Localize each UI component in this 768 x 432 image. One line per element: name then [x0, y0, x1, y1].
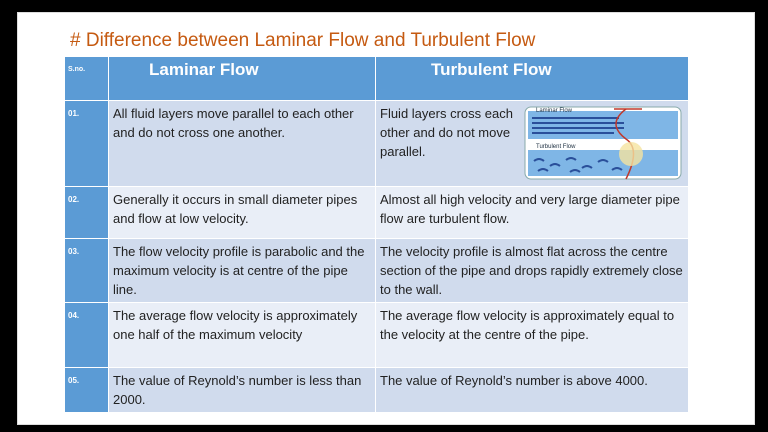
table-row: 05. The value of Reynold’s number is les…: [64, 367, 689, 413]
turbulent-cell: Almost all high velocity and very large …: [375, 186, 689, 239]
laminar-flow-label: Laminar Flow: [536, 108, 573, 114]
turbulent-cell: The average flow velocity is approximate…: [375, 302, 689, 368]
row-number: 03.: [64, 238, 109, 303]
row-number: 01.: [64, 100, 109, 187]
table-row: 02. Generally it occurs in small diamete…: [64, 186, 689, 239]
turbulent-cell: The value of Reynold’s number is above 4…: [375, 367, 689, 413]
header-row: S.no. Laminar Flow Turbulent Flow: [64, 56, 689, 101]
row-number: 02.: [64, 186, 109, 239]
header-sno: S.no.: [64, 56, 109, 101]
laminar-cell: All fluid layers move parallel to each o…: [108, 100, 376, 187]
table-row: 03. The flow velocity profile is parabol…: [64, 238, 689, 303]
laminar-cell: The average flow velocity is approximate…: [108, 302, 376, 368]
table-row: 04. The average flow velocity is approxi…: [64, 302, 689, 368]
slide-title: # Difference between Laminar Flow and Tu…: [70, 30, 536, 51]
laminar-cell: The value of Reynold’s number is less th…: [108, 367, 376, 413]
turbulent-cell: The velocity profile is almost flat acro…: [375, 238, 689, 303]
header-turbulent: Turbulent Flow: [375, 56, 689, 101]
header-laminar: Laminar Flow: [108, 56, 376, 101]
turbulent-flow-label: Turbulent Flow: [536, 144, 576, 150]
table-row: 01. All fluid layers move parallel to ea…: [64, 100, 689, 187]
laminar-cell: The flow velocity profile is parabolic a…: [108, 238, 376, 303]
laminar-cell: Generally it occurs in small diameter pi…: [108, 186, 376, 239]
row-number: 04.: [64, 302, 109, 368]
turbulent-text: Fluid layers cross each other and do not…: [380, 106, 513, 159]
comparison-table: S.no. Laminar Flow Turbulent Flow 01. Al…: [64, 56, 689, 413]
turbulent-cell: Fluid layers cross each other and do not…: [375, 100, 689, 187]
row-number: 05.: [64, 367, 109, 413]
flow-diagram-image: Laminar Flow Turbulent Flow: [524, 106, 682, 180]
